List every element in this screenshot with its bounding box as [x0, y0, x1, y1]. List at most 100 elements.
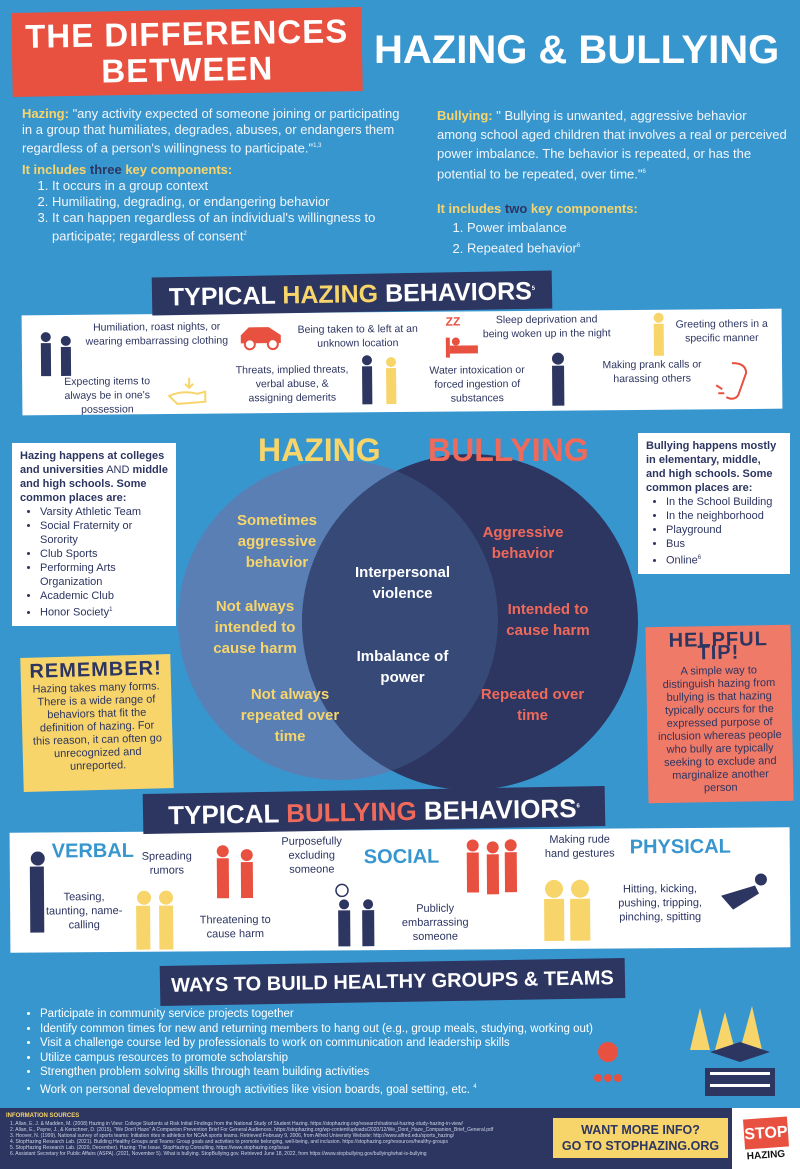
venn-shared-item: Interpersonal violence: [354, 564, 451, 602]
pointing-group-icon: [466, 839, 518, 895]
svg-text:ZZ: ZZ: [446, 314, 461, 328]
tip-text: A simple way to distinguish hazing from …: [658, 664, 782, 795]
list-item: Power imbalance: [467, 218, 787, 237]
remember-text: Hazing takes many forms. There is a wide…: [32, 680, 163, 773]
bullying-places-box: Bullying happens mostly in elementary, m…: [638, 433, 790, 574]
list-item: Academic Club: [40, 589, 168, 603]
list-item: Bus: [666, 537, 782, 551]
list-item: Identify common times for new and return…: [40, 1022, 640, 1037]
hazing-behaviors-banner: TYPICAL HAZING BEHAVIORS5: [151, 270, 553, 316]
helpful-tip-note: HELPFUL TIP! A simple way to distinguish…: [645, 624, 794, 804]
list-item: Work on personal development through act…: [40, 1080, 640, 1097]
term: Bullying:: [437, 108, 493, 123]
category-physical: PHYSICAL: [629, 835, 731, 859]
list-item: Online6: [666, 551, 782, 568]
overlap-region: [302, 460, 498, 780]
remember-title: REMEMBER!: [29, 657, 163, 683]
behavior-item: Greeting others in a specific manner: [675, 317, 768, 345]
hand-receiving-icon: [167, 377, 207, 405]
behavior-item: Purposefully excluding someone: [281, 835, 342, 876]
confrontation-icon: [40, 332, 72, 377]
source-item: 6. Assistant Secretary for Public Affair…: [10, 1151, 427, 1157]
speech-group-icon: [594, 1042, 622, 1082]
components-list: Power imbalance Repeated behavior6: [467, 218, 787, 257]
car-icon: [240, 327, 281, 351]
behavior-item: Teasing, taunting, name-calling: [45, 891, 123, 932]
header-subject: HAZING & BULLYING: [374, 28, 780, 72]
whispering-figures-icon: [136, 890, 174, 950]
venn-bullying-item: Intended to cause harm: [506, 601, 590, 639]
source-item: 5. StopHazing Research Lab. (2020, Decem…: [10, 1145, 290, 1151]
list-item: Utilize campus resources to promote scho…: [40, 1051, 640, 1066]
sources-title: INFORMATION SOURCES: [6, 1113, 80, 1119]
behavior-item: Making prank calls or harassing others: [602, 358, 702, 386]
source-item: 1. Allan, E. J. & Madden, M. (2008) Hazi…: [10, 1121, 463, 1127]
behavior-item: Publicly embarrassing someone: [401, 902, 469, 943]
behavior-item: Making rude hand gestures: [544, 833, 615, 860]
footnote: 1,3: [313, 143, 322, 149]
sleep-bed-icon: ZZ: [446, 314, 478, 358]
books-graduation-icon: [705, 1042, 775, 1096]
venn-diagram: [178, 454, 638, 790]
yelling-figures-icon: [361, 355, 397, 405]
threatening-figures-icon: [216, 845, 254, 899]
list-item: Strengthen problem solving skills throug…: [40, 1065, 640, 1080]
logo-stop: STOP: [743, 1116, 789, 1150]
tip-title: HELPFUL TIP!: [668, 628, 769, 665]
list-item: Honor Society1: [40, 603, 168, 620]
greeting-figure-icon: [653, 312, 664, 356]
venn-bullying-item: Aggressive behavior: [482, 524, 564, 562]
behavior-item: Hitting, kicking, pushing, tripping, pin…: [618, 882, 703, 924]
hazing-definition: Hazing: "any activity expected of someon…: [22, 106, 407, 245]
rude-gesture-icon: [544, 879, 591, 941]
logo-hazing: HAZING: [746, 1148, 786, 1163]
components-heading: It includes two key components:: [437, 201, 638, 217]
list-item: Varsity Athletic Team: [40, 505, 168, 519]
sources-list: 1. Allan, E. J. & Madden, M. (2008) Hazi…: [10, 1121, 545, 1157]
phone-icon: [715, 362, 748, 400]
list-item: Repeated behavior6: [467, 237, 787, 257]
behavior-item: Humiliation, roast nights, or wearing em…: [85, 320, 229, 348]
bullying-behaviors-box: VERBAL Teasing, taunting, name-calling S…: [9, 827, 791, 953]
list-item: Visit a challenge course led by professi…: [40, 1036, 640, 1051]
list-item: In the School Building: [666, 495, 782, 509]
source-item: 4. StopHazing Research Lab. (2021). Buil…: [10, 1139, 448, 1145]
venn-shared-item: Imbalance of power: [356, 648, 449, 686]
drinking-figure-icon: [551, 352, 565, 406]
category-verbal: VERBAL: [51, 839, 135, 863]
list-item: Humiliating, degrading, or endangering b…: [52, 194, 407, 210]
title-line-2: BETWEEN: [100, 49, 274, 90]
category-social: SOCIAL: [363, 845, 440, 869]
yelling-figure-icon: [29, 851, 45, 933]
list-item: Participate in community service project…: [40, 1007, 640, 1022]
venn-hazing-item: Not always intended to cause harm: [213, 598, 297, 657]
ways-illustrations: [690, 1006, 775, 1096]
venn-hazing-item: Sometimes aggressive behavior: [236, 512, 318, 571]
list-item: Performing Arts Organization: [40, 561, 168, 589]
falling-figure-icon: [721, 873, 767, 910]
more-info-link[interactable]: WANT MORE INFO?GO TO STOPHAZING.ORG: [553, 1118, 728, 1158]
venn-bullying-item: Repeated over time: [480, 686, 585, 724]
source-item: 3. Hoover, N. (1999). National survey of…: [10, 1133, 454, 1139]
title-line-1: THE DIFFERENCES: [24, 12, 349, 55]
footer: INFORMATION SOURCES 1. Allan, E. J. & Ma…: [0, 1108, 800, 1169]
components-list: It occurs in a group context Humiliating…: [52, 178, 407, 244]
hazing-places-list: Varsity Athletic Team Social Fraternity …: [40, 505, 168, 620]
source-item: 2. Allan, E., Payne, J., & Kerschner, D.…: [10, 1127, 494, 1133]
bullying-places-list: In the School Building In the neighborho…: [666, 495, 782, 568]
behavior-item: Threatening to cause harm: [199, 913, 271, 941]
behavior-item: Water intoxication or forced ingestion o…: [429, 363, 525, 405]
behavior-item: Threats, implied threats, verbal abuse, …: [235, 363, 349, 405]
list-item: It can happen regardless of an individua…: [52, 210, 407, 244]
venn-hazing-title: HAZING: [258, 432, 381, 468]
list-item: Club Sports: [40, 547, 168, 561]
list-item: Social Fraternity or Sorority: [40, 519, 168, 547]
ways-banner: WAYS TO BUILD HEALTHY GROUPS & TEAMS: [159, 957, 626, 1007]
header-title-box: THE DIFFERENCES BETWEEN: [11, 6, 363, 98]
hazing-behaviors-box: Humiliation, roast nights, or wearing em…: [21, 308, 783, 416]
raised-hands-icon: [690, 1006, 762, 1050]
definition-text: " Bullying is unwanted, aggressive behav…: [437, 108, 787, 182]
venn-bullying-title: BULLYING: [428, 432, 589, 468]
behavior-item: Being taken to & left at an unknown loca…: [297, 322, 418, 350]
footnote: 6: [642, 169, 646, 175]
